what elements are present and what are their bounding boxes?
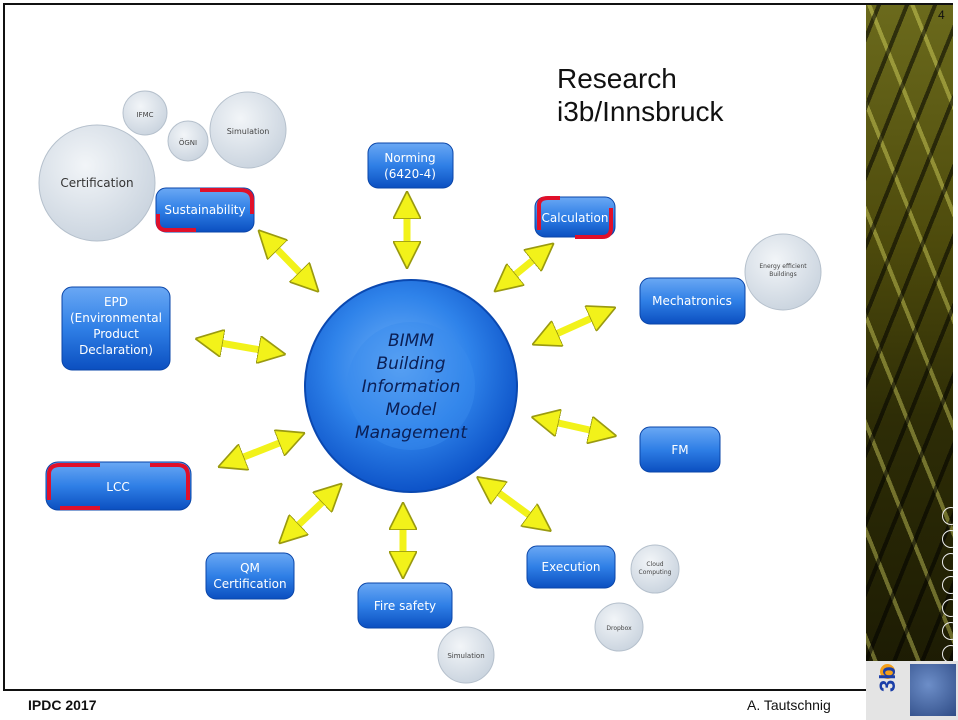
strip-circle (942, 507, 953, 525)
node-epd-line1: EPD (104, 295, 128, 309)
bubble-ifmc: IFMC (122, 90, 168, 136)
bubble-simulation-bottom-label: Simulation (447, 652, 484, 660)
node-epd: EPD (Environmental Product Declaration) (61, 286, 171, 371)
node-qm-line2: Certification (213, 577, 286, 591)
research-title-line2: i3b/Innsbruck (557, 96, 724, 127)
logo-dot (880, 664, 895, 679)
node-execution: Execution (526, 545, 616, 589)
strip-circle (942, 576, 953, 594)
bubble-energy-label-2: Buildings (769, 271, 796, 278)
bubble-ifmc-label: IFMC (136, 111, 153, 119)
arrow-lcc (231, 438, 292, 462)
node-mechatronics-label: Mechatronics (652, 294, 732, 308)
bubble-simulation-top: Simulation (209, 91, 287, 169)
node-qm-certification: QM Certification (205, 552, 295, 600)
footer-conference: IPDC 2017 (28, 697, 97, 713)
node-lcc: LCC (45, 461, 192, 511)
logo-3b-text: 3b (875, 666, 900, 692)
node-calculation-label: Calculation (542, 211, 609, 225)
arrow-mechatronics (545, 313, 603, 339)
bubble-dropbox-label: Dropbox (606, 625, 632, 632)
strip-circle (942, 530, 953, 548)
node-execution-label: Execution (542, 560, 601, 574)
node-fire-safety: Fire safety (357, 582, 453, 629)
bubble-simulation-bottom: Simulation (437, 626, 495, 684)
node-sustainability-label: Sustainability (164, 203, 245, 217)
node-norming-line2: (6420-4) (384, 167, 436, 181)
arrow-epd (209, 341, 272, 352)
page-number: 4 (938, 8, 945, 22)
node-epd-line3: Product (93, 327, 139, 341)
center-line-2: Building (377, 354, 446, 374)
bubble-certification-label: Certification (60, 176, 133, 190)
bubble-certification: Certification (38, 124, 156, 242)
arrow-fm (545, 420, 603, 433)
strip-circle (942, 622, 953, 640)
bubble-cloud-computing: Cloud Computing (630, 544, 680, 594)
footer-author: A. Tautschnig (747, 697, 831, 713)
bimm-center-circle: BIMM Building Information Model Manageme… (304, 279, 518, 493)
bubble-energy-efficient: Energy efficient Buildings (744, 233, 822, 311)
bubble-ogni-label: ÖGNI (179, 138, 197, 147)
decorative-building-image (866, 5, 953, 691)
research-title-line1: Research (557, 63, 677, 94)
arrow-sustainability (268, 240, 309, 282)
university-seal-icon (910, 664, 956, 716)
node-lcc-label: LCC (106, 480, 129, 494)
bubble-ogni: ÖGNI (167, 120, 209, 162)
bubble-cloud-label-2: Computing (639, 569, 672, 576)
node-epd-line4: Declaration) (79, 343, 153, 357)
bubble-simulation-top-label: Simulation (227, 127, 270, 136)
node-fm-label: FM (671, 443, 688, 457)
node-sustainability: Sustainability (155, 187, 255, 233)
node-fire-safety-label: Fire safety (374, 599, 436, 613)
node-norming: Norming (6420-4) (367, 142, 454, 189)
bubble-energy-label-1: Energy efficient (759, 263, 807, 270)
arrow-execution (488, 485, 540, 523)
bubble-cloud-label-1: Cloud (646, 561, 663, 568)
center-line-5: Management (355, 423, 468, 443)
strip-circle (942, 599, 953, 617)
node-fm: FM (639, 426, 721, 473)
node-epd-line2: (Environmental (70, 311, 162, 325)
node-norming-line1: Norming (384, 151, 435, 165)
center-line-3: Information (362, 377, 461, 397)
arrow-qm-certification (289, 493, 332, 534)
center-line-4: Model (385, 400, 436, 420)
node-mechatronics: Mechatronics (639, 277, 746, 325)
node-calculation: Calculation (534, 196, 616, 239)
center-line-1: BIMM (388, 331, 434, 351)
node-qm-line1: QM (240, 561, 260, 575)
bubble-dropbox: Dropbox (594, 602, 644, 652)
arrow-calculation (505, 252, 543, 283)
strip-circle (942, 553, 953, 571)
research-title: Research i3b/Innsbruck (557, 62, 724, 128)
